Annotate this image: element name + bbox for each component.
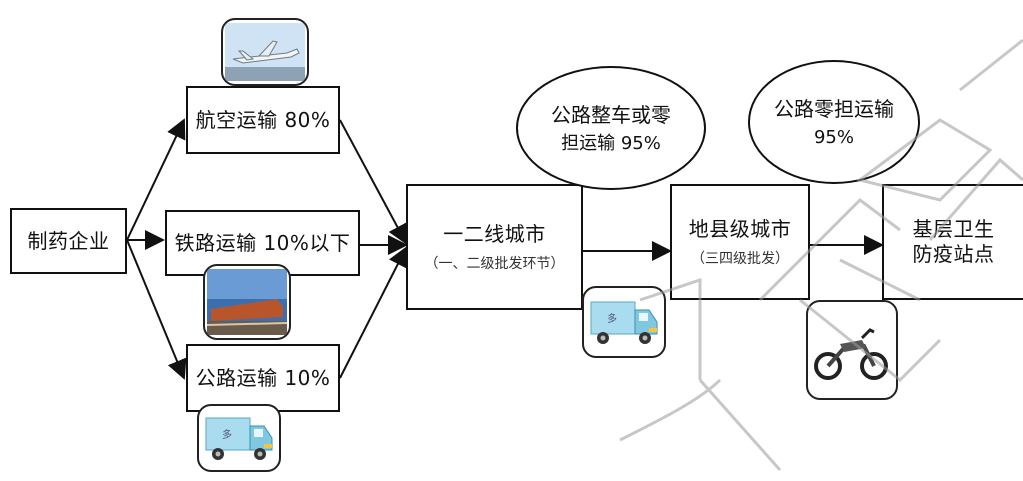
tier12-city-sublabel: （一、二级批发环节） [424,255,565,272]
arrow-pharma-road [126,239,187,380]
arrow-pharma-air [126,118,186,241]
tier12-city-node: 一二线城市 （一、二级批发环节） [406,184,583,310]
train-icon [207,269,287,335]
truckload-line1: 公路整车或零 [551,102,671,127]
county-city-node: 地县级城市 （三四级批发） [670,184,810,300]
pharma-company-label: 制药企业 [27,228,110,253]
truck-image-1: 多 [197,404,281,472]
pharma-company-node: 制药企业 [10,208,127,274]
truck-icon: 多 [205,417,273,460]
truckload-ellipse: 公路整车或零 担运输 95% [516,66,706,190]
arrow-road-city [339,246,407,379]
county-city-sublabel: （三四级批发） [691,250,789,267]
airplane-icon [225,23,305,81]
motorcycle-image [806,300,898,400]
grassroots-line1: 基层卫生 [912,217,995,241]
road-transport-node: 公路运输 10% [186,344,340,412]
grassroots-station-node: 基层卫生 防疫站点 [882,184,1023,300]
motorcycle-icon [814,328,888,380]
arrow-air-city [339,119,407,245]
ltl-ellipse: 公路零担运输 95% [748,60,920,184]
svg-text:多: 多 [607,312,617,325]
ltl-line2: 95% [813,126,854,148]
grassroots-line2: 防疫站点 [912,242,995,266]
air-transport-label: 航空运输 80% [195,107,331,132]
tier12-city-label: 一二线城市 [443,221,546,246]
truck-image-2: 多 [582,286,666,358]
svg-text:多: 多 [222,428,232,441]
air-transport-node: 航空运输 80% [186,86,340,154]
county-city-label: 地县级城市 [688,216,792,241]
train-image [203,264,291,340]
rail-transport-label: 铁路运输 10%以下 [174,230,351,255]
ltl-line1: 公路零担运输 [774,96,894,121]
road-transport-label: 公路运输 10% [195,365,331,390]
airplane-image [221,18,309,86]
truck-icon: 多 [590,301,658,344]
truckload-line2: 担运输 95% [561,132,661,154]
